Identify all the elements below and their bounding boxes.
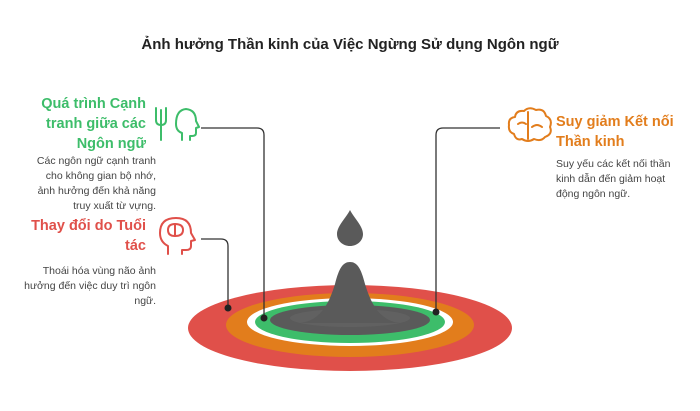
heading-age: Thay đổi do Tuổi tác [31,218,146,254]
falling-drop [337,210,363,246]
brain-icon [507,107,552,142]
description-competition: Các ngôn ngữ cạnh tranh cho không gian b… [36,155,156,212]
connector-dot-age [224,304,232,312]
heading-competition: Quá trình Cạnh tranh giữa các Ngôn ngữ [41,96,146,152]
heading-decline: Suy giảm Kết nối Thần kinh [556,114,674,150]
description-age: Thoái hóa vùng não ảnh hưởng đến việc du… [24,265,156,307]
fork-and-head-icon [155,107,200,141]
head-brain-icon [159,217,196,255]
diagram-title: Ảnh hưởng Thần kinh của Việc Ngừng Sử dụ… [141,36,559,53]
connector-decline [435,127,500,312]
connector-dot-decline [432,308,440,316]
connector-competition [201,127,265,318]
droplet-peak [300,262,400,323]
connector-dot-competition [260,314,268,322]
connector-age [201,238,229,308]
description-decline: Suy yếu các kết nối thần kinh dẫn đến gi… [556,158,671,200]
